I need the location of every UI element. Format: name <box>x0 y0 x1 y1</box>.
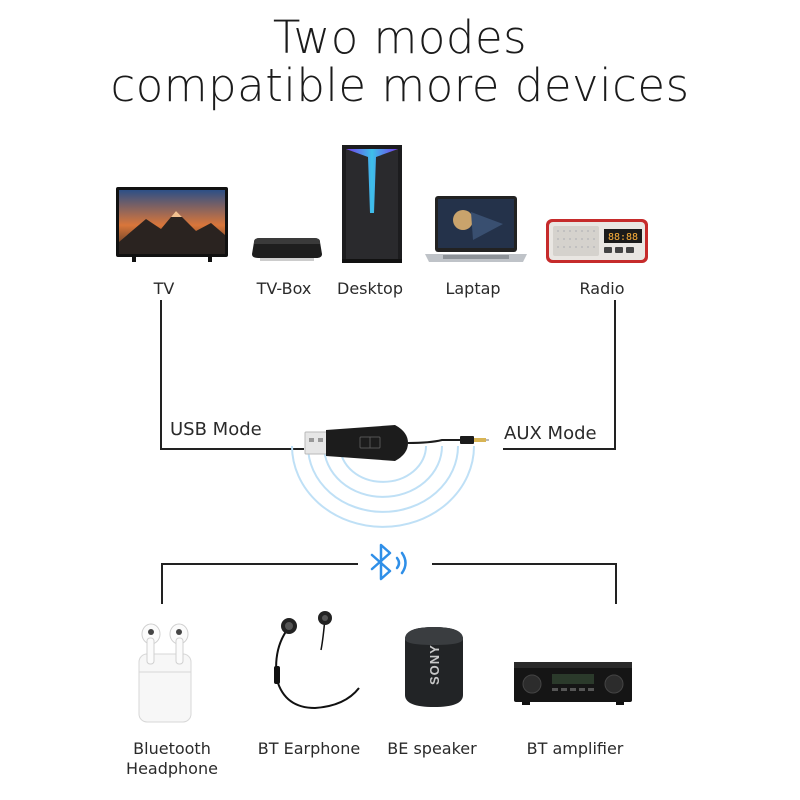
aux-mode-label: AUX Mode <box>504 423 597 444</box>
usb-mode-label: USB Mode <box>170 419 262 440</box>
desktop-tower-icon <box>340 143 404 265</box>
neckband-earphone-icon <box>265 610 365 714</box>
device-label-bt-amplifier: BT amplifier <box>526 739 624 758</box>
device-label-laptop: Laptap <box>445 279 501 298</box>
tv-box-icon <box>250 236 324 262</box>
laptop-icon <box>423 194 529 266</box>
device-label-radio: Radio <box>579 279 625 298</box>
bluetooth-speaker-icon: SONY <box>403 625 465 709</box>
device-label-tv-box: TV-Box <box>256 279 312 298</box>
page-title: Two modes compatible more devices <box>0 14 800 110</box>
usb-connector-line <box>160 300 304 450</box>
title-line-2: compatible more devices <box>110 59 690 112</box>
aux-connector-line <box>503 300 616 450</box>
device-label-desktop: Desktop <box>337 279 403 298</box>
earbuds-case-icon <box>137 620 193 724</box>
bluetooth-headphone-line-1: Bluetooth <box>133 739 211 758</box>
bluetooth-headphone-line-2: Headphone <box>126 759 218 778</box>
bluetooth-icon <box>370 543 407 581</box>
device-label-be-speaker: BE speaker <box>387 739 477 758</box>
device-label-bluetooth-headphone: Bluetooth Headphone <box>126 739 218 779</box>
signal-waves <box>291 445 475 528</box>
device-label-bt-earphone: BT Earphone <box>257 739 361 758</box>
radio-icon: 88:88 <box>544 217 650 265</box>
title-line-1: Two modes <box>272 11 528 64</box>
device-label-tv: TV <box>153 279 175 298</box>
speaker-brand: SONY <box>427 644 442 685</box>
bluetooth-right-line <box>432 563 617 604</box>
av-amplifier-icon <box>512 660 634 706</box>
radio-display: 88:88 <box>608 232 638 243</box>
bluetooth-adapter-icon <box>304 425 489 461</box>
tv-icon <box>116 187 228 263</box>
bluetooth-left-line <box>161 563 358 604</box>
